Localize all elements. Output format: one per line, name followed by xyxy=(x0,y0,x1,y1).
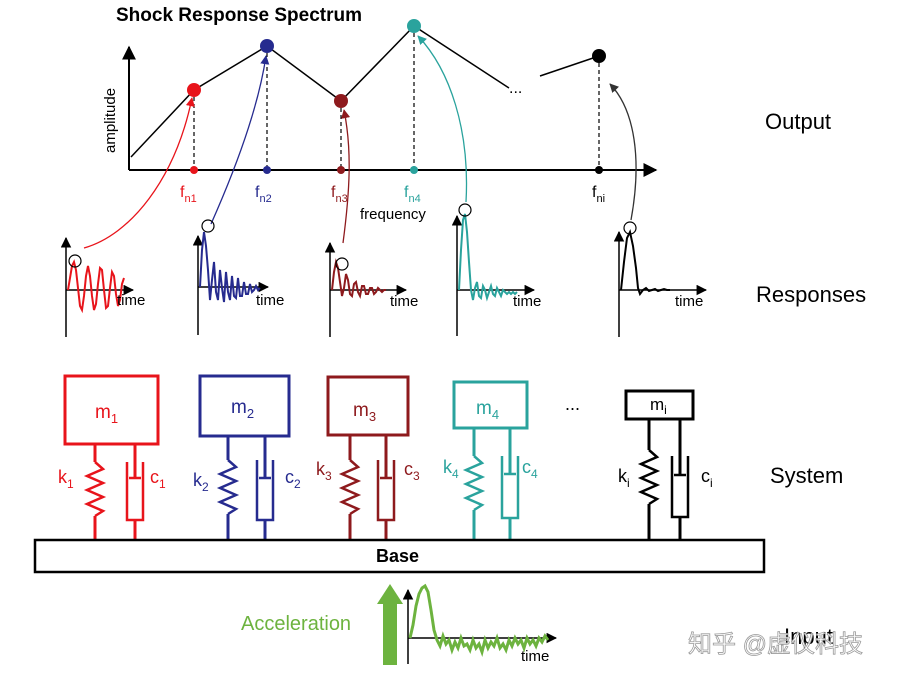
freq-dot-n2 xyxy=(263,166,271,174)
mass-block-2 xyxy=(198,374,291,438)
base-label: Base xyxy=(376,546,419,566)
row-label-system: System xyxy=(770,463,843,488)
freq-label-n2: fn2 xyxy=(255,184,272,205)
response-3: time xyxy=(324,241,418,337)
spring-1 xyxy=(83,461,107,518)
input-time-label: time xyxy=(521,648,549,665)
freq-dot-n3 xyxy=(337,166,345,174)
system-1 xyxy=(63,374,160,540)
base-platform xyxy=(33,538,766,574)
acceleration-arrow xyxy=(377,584,403,665)
damper-label-4: c4 xyxy=(522,457,538,481)
damper-label-2: c2 xyxy=(285,467,301,491)
response-peak-circle-i xyxy=(623,221,637,235)
freq-label-n1: fn1 xyxy=(180,184,197,205)
row-label-input: Input xyxy=(784,624,833,649)
response-time-label-3: time xyxy=(390,293,418,310)
spring-label-2: k2 xyxy=(193,470,209,494)
mass-block-3 xyxy=(326,375,410,437)
diagram-title: Shock Response Spectrum xyxy=(116,5,362,26)
freq-dot-n1 xyxy=(190,166,198,174)
response-i: time xyxy=(613,221,708,337)
spectrum-curve-tail xyxy=(539,55,600,77)
spectrum-x-label: frequency xyxy=(360,206,426,223)
watermark: 知乎 @虚仪科技 xyxy=(688,631,863,658)
spring-2 xyxy=(216,459,240,516)
response-2: time xyxy=(192,219,284,335)
system-ellipsis: ... xyxy=(565,394,580,414)
spring-label-i: ki xyxy=(618,466,630,490)
response-1: time xyxy=(60,236,145,337)
mass-block-4 xyxy=(452,380,529,430)
peak-marker-ni xyxy=(592,49,606,63)
input-plot: time xyxy=(402,583,558,665)
peak-marker-n2 xyxy=(260,39,274,53)
map-arrow-1 xyxy=(83,97,195,249)
spectrum-y-label: amplitude xyxy=(102,88,119,153)
spring-3 xyxy=(338,459,362,516)
system-4 xyxy=(452,380,529,540)
input-trace xyxy=(408,583,550,658)
map-arrow-i xyxy=(609,83,637,221)
input-label: Acceleration xyxy=(241,613,351,635)
response-time-label-i: time xyxy=(675,293,703,310)
damper-label-i: ci xyxy=(701,466,713,490)
response-peak-circle-3 xyxy=(335,257,349,271)
mass-label-i: mi xyxy=(650,395,667,417)
row-label-output: Output xyxy=(765,109,831,134)
row-label-responses: Responses xyxy=(756,282,866,307)
damper-label-3: c3 xyxy=(404,459,420,483)
response-4: time xyxy=(451,203,541,336)
system-2 xyxy=(198,374,291,540)
spring-label-3: k3 xyxy=(316,459,332,483)
response-trace-3 xyxy=(331,258,386,300)
spring-4 xyxy=(462,455,486,512)
mass-label-3: m3 xyxy=(353,400,376,424)
response-peak-circle-1 xyxy=(68,254,82,268)
freq-label-n4: fn4 xyxy=(404,184,421,205)
spectrum-plot: amplitude frequency ... fn1 fn2 fn3 fn4 … xyxy=(102,19,658,223)
response-peak-circle-2 xyxy=(201,219,215,233)
mass-label-1: m1 xyxy=(95,402,118,426)
peak-marker-n3 xyxy=(334,94,348,108)
spectrum-curve xyxy=(130,25,510,158)
map-arrow-4 xyxy=(417,35,468,203)
freq-dot-ni xyxy=(595,166,603,174)
map-arrow-2 xyxy=(210,55,270,225)
freq-dot-n4 xyxy=(410,166,418,174)
damper-label-1: c1 xyxy=(150,467,166,491)
mass-block-i xyxy=(624,389,695,421)
peak-marker-n1 xyxy=(187,83,201,97)
response-time-label-4: time xyxy=(513,293,541,310)
response-time-label-1: time xyxy=(117,292,145,309)
response-trace-i xyxy=(620,229,670,297)
response-trace-1 xyxy=(67,259,125,314)
response-trace-4 xyxy=(458,213,518,302)
response-trace-2 xyxy=(199,231,261,303)
response-time-label-2: time xyxy=(256,292,284,309)
freq-label-n3: fn3 xyxy=(331,184,348,205)
spectrum-ellipsis: ... xyxy=(509,80,522,97)
spring-i xyxy=(637,449,661,506)
response-peak-circle-4 xyxy=(458,203,472,217)
mass-label-4: m4 xyxy=(476,398,499,422)
mass-block-1 xyxy=(63,374,160,446)
freq-label-ni: fni xyxy=(592,184,605,205)
system-3 xyxy=(326,375,410,540)
peak-marker-n4 xyxy=(407,19,421,33)
system-i xyxy=(624,389,695,540)
mass-label-2: m2 xyxy=(231,397,254,421)
spring-label-1: k1 xyxy=(58,467,74,491)
map-arrow-3 xyxy=(341,109,351,244)
spring-label-4: k4 xyxy=(443,457,459,481)
